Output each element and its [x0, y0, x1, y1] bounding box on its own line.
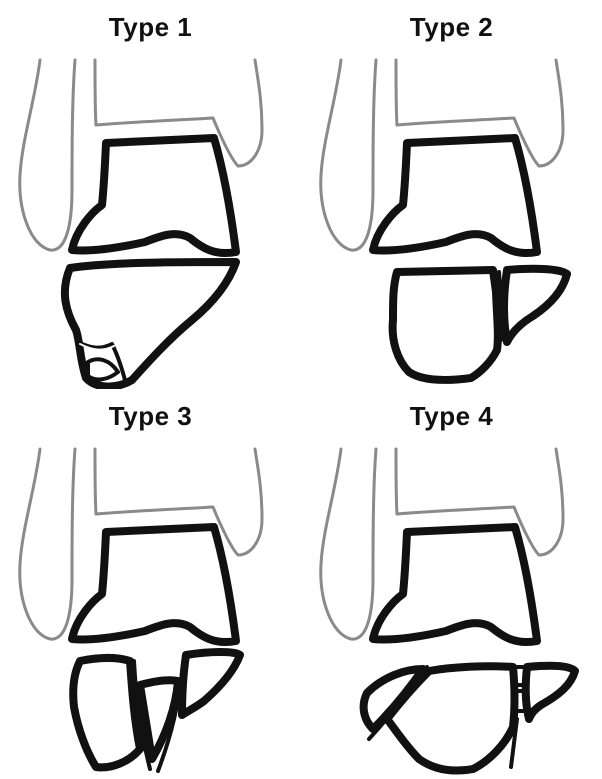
fracture-line: [499, 272, 501, 340]
comminuted-fragment-1: [515, 667, 527, 685]
comminuted-fragment-2: [513, 691, 525, 711]
ankle-diagram-type-1: [0, 0, 301, 389]
calcaneus-outline: [393, 270, 498, 380]
panel-type-3: Type 3: [0, 389, 301, 778]
ankle-diagram-type-3: [0, 389, 301, 778]
panel-type-4: Type 4: [301, 389, 602, 778]
fibula-outline: [20, 60, 75, 250]
calcaneus-fragment-lateral: [182, 652, 240, 715]
panel-type-1: Type 1: [0, 0, 301, 389]
talus-outline: [72, 138, 236, 253]
calcaneus-outline: [65, 262, 236, 387]
calcaneus-fragment-lateral: [526, 666, 575, 719]
fibula-outline: [321, 60, 376, 250]
fibula-outline: [321, 449, 376, 639]
fibula-outline: [20, 449, 75, 639]
ankle-diagram-type-2: [301, 0, 602, 389]
talus-outline: [373, 138, 537, 253]
panel-type-2: Type 2: [301, 0, 602, 389]
talus-outline: [72, 527, 236, 642]
talus-outline: [373, 527, 537, 642]
calcaneus-fragment: [504, 269, 567, 342]
ankle-diagram-type-4: [301, 389, 602, 778]
calcaneus-fragment-medial: [73, 658, 140, 767]
